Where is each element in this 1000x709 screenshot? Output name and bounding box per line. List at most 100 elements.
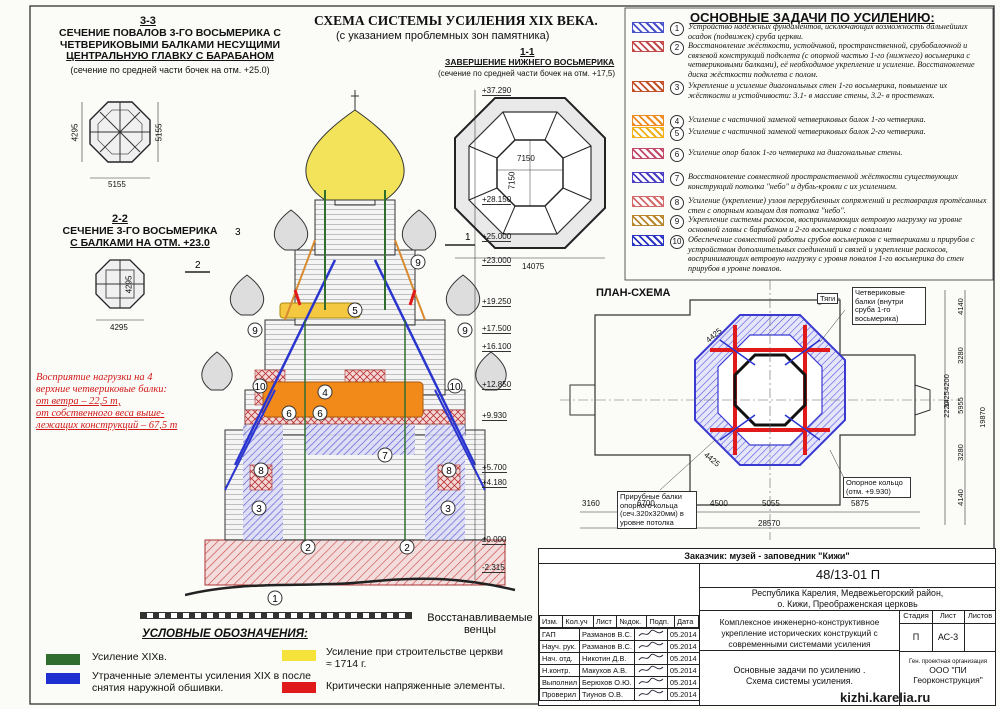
stamp-role: Выполнил bbox=[538, 676, 581, 689]
plan-dim-5875: 5875 bbox=[851, 499, 869, 508]
stamp-name: Разманов В.С. bbox=[579, 628, 635, 641]
task-swatch bbox=[632, 22, 664, 33]
task-text: Обеспечение совместной работы срубов вос… bbox=[688, 235, 975, 273]
legend-swatch bbox=[282, 650, 316, 661]
svg-text:5: 5 bbox=[352, 306, 358, 317]
plan-label-ring: Опорное кольцо (отм. +9.930) bbox=[843, 477, 911, 498]
stage-value: П bbox=[900, 623, 933, 651]
elevation-level-mark: +37.290 bbox=[482, 86, 512, 96]
plan-dim-right: 3280 bbox=[955, 444, 965, 461]
svg-text:3: 3 bbox=[256, 504, 262, 515]
legend-title: УСЛОВНЫЕ ОБОЗНАЧЕНИЯ: bbox=[142, 628, 308, 640]
task-swatch bbox=[632, 41, 664, 52]
task-text: Усиление с частичной заменой четвериковы… bbox=[688, 115, 926, 124]
task-text: Усиление с частичной заменой четвериковы… bbox=[688, 127, 926, 136]
svg-text:7: 7 bbox=[382, 451, 388, 462]
elevation-level-mark: +28.150 bbox=[482, 195, 512, 205]
plan-dim-5055: 5055 bbox=[762, 499, 780, 508]
task-swatch bbox=[632, 196, 664, 207]
task-swatch bbox=[632, 148, 664, 159]
svg-text:9: 9 bbox=[415, 258, 421, 269]
section-1-1-dim-h: 7150 bbox=[517, 154, 535, 163]
svg-text:1: 1 bbox=[465, 232, 471, 243]
elevation-level-mark: +4.180 bbox=[482, 478, 507, 488]
stamp-role: ГАП bbox=[538, 628, 581, 641]
stamp-name: Разманов В.С. bbox=[579, 640, 635, 653]
stage-header: Стадия bbox=[900, 611, 933, 624]
section-3-3-drawing bbox=[81, 101, 159, 179]
svg-text:10: 10 bbox=[254, 382, 266, 393]
elevation-level-mark: +19.250 bbox=[482, 297, 512, 307]
legend-swatch bbox=[282, 682, 316, 693]
task-text: Укрепление и усиление диагональных стен … bbox=[688, 81, 948, 100]
task-swatch bbox=[632, 215, 664, 226]
svg-text:2: 2 bbox=[195, 260, 201, 271]
church-elevation-drawing: 5 4 6 6 10 9 9 9 10 8 8 3 3 7 2 2 1 233 … bbox=[185, 90, 516, 606]
elevation-level-mark: +16.100 bbox=[482, 342, 512, 352]
title-block: Заказчик: музей - заповедник "Кижи" 48/1… bbox=[538, 548, 996, 706]
plan-dim-right: 4140 bbox=[955, 298, 965, 315]
plan-label-tyagi: Тяги bbox=[817, 293, 839, 304]
section-1-1-number: 1-1 bbox=[520, 47, 535, 58]
svg-text:2: 2 bbox=[305, 543, 311, 554]
stamp-person-row: Н.контр.Макухов А.В.05.2014 bbox=[538, 664, 700, 677]
svg-text:2: 2 bbox=[404, 543, 410, 554]
section-1-1-dim-total: 14075 bbox=[522, 262, 545, 271]
stamp-signature bbox=[633, 628, 668, 641]
stamp-name: Берюхов О.Ю. bbox=[579, 676, 635, 689]
task-swatch bbox=[632, 235, 664, 246]
project-code: 48/13-01 П bbox=[699, 563, 996, 588]
legend-swatch bbox=[46, 654, 80, 665]
plan-dim-right: 3280 bbox=[955, 347, 965, 364]
sheet-name: Основные задачи по усилению .Схема систе… bbox=[699, 651, 899, 705]
stamp-name: Никотин Д.В. bbox=[579, 652, 635, 665]
task-text: Укрепление системы раскосов, воспринимаю… bbox=[688, 215, 962, 234]
scale-bar bbox=[140, 612, 412, 619]
task-number: 6 bbox=[670, 148, 684, 162]
stage-box: Стадия Лист Листов П АС-3 bbox=[899, 611, 996, 652]
stamp-header-cell: №док. bbox=[616, 615, 648, 628]
task-number: 7 bbox=[670, 172, 684, 186]
customer-line: Заказчик: музей - заповедник "Кижи" bbox=[539, 549, 995, 564]
task-swatch bbox=[632, 172, 664, 183]
task-number: 10 bbox=[670, 235, 684, 249]
stamp-signature bbox=[633, 652, 668, 665]
stamp-signature bbox=[633, 664, 668, 677]
section-3-3-number: 3-3 bbox=[140, 15, 156, 27]
task-swatch bbox=[632, 115, 664, 126]
plan-dim-4500: 4500 bbox=[710, 499, 728, 508]
section-2-2-title: СЕЧЕНИЕ 3-ГО ВОСЬМЕРИКА С БАЛКАМИ НА ОТМ… bbox=[62, 225, 218, 249]
stamp-date: 05.2014 bbox=[666, 628, 700, 641]
plan-dim-right: 2220 bbox=[941, 401, 951, 418]
stamp-header-cell: Кол.уч bbox=[562, 615, 594, 628]
svg-text:3: 3 bbox=[235, 227, 241, 238]
stamp-header-cell: Лист bbox=[592, 615, 618, 628]
task-swatch bbox=[632, 127, 664, 138]
task-text: Усиление (укрепление) узлов перерубленны… bbox=[688, 196, 987, 215]
elevation-level-mark: +17.500 bbox=[482, 324, 512, 334]
section-3-3-dim-right: 5155 bbox=[154, 123, 164, 142]
stamp-role: Науч. рук. bbox=[538, 640, 581, 653]
load-note: Восприятие нагрузки на 4 верхние четвери… bbox=[36, 372, 178, 431]
list-value: АС-3 bbox=[932, 623, 965, 651]
section-1-1-note: (сечение по средней части бочек на отм. … bbox=[438, 69, 616, 78]
task-number: 2 bbox=[670, 41, 684, 55]
elevation-level-mark: +5.700 bbox=[482, 463, 507, 473]
stamp-date: 05.2014 bbox=[666, 664, 700, 677]
plan-dim-3160: 3160 bbox=[582, 499, 600, 508]
section-2-2-dim-bottom: 4295 bbox=[110, 323, 128, 332]
plan-scheme-drawing bbox=[560, 280, 966, 540]
legend-label: Усиление XIXв. bbox=[92, 651, 167, 663]
elevation-level-mark: +25.000 bbox=[482, 232, 512, 242]
stamp-date: 05.2014 bbox=[666, 640, 700, 653]
plan-dim-28570: 28570 bbox=[758, 519, 781, 528]
stamp-name: Макухов А.В. bbox=[579, 664, 635, 677]
stamp-header-cell: Дата bbox=[673, 615, 700, 628]
location: Республика Карелия, Медвежьегорский райо… bbox=[699, 587, 995, 611]
section-2-2-dim-side: 4295 bbox=[124, 275, 134, 294]
section-3-3-dim-bottom: 5155 bbox=[108, 180, 126, 189]
stamp-date: 05.2014 bbox=[666, 688, 700, 701]
svg-text:10: 10 bbox=[449, 382, 461, 393]
